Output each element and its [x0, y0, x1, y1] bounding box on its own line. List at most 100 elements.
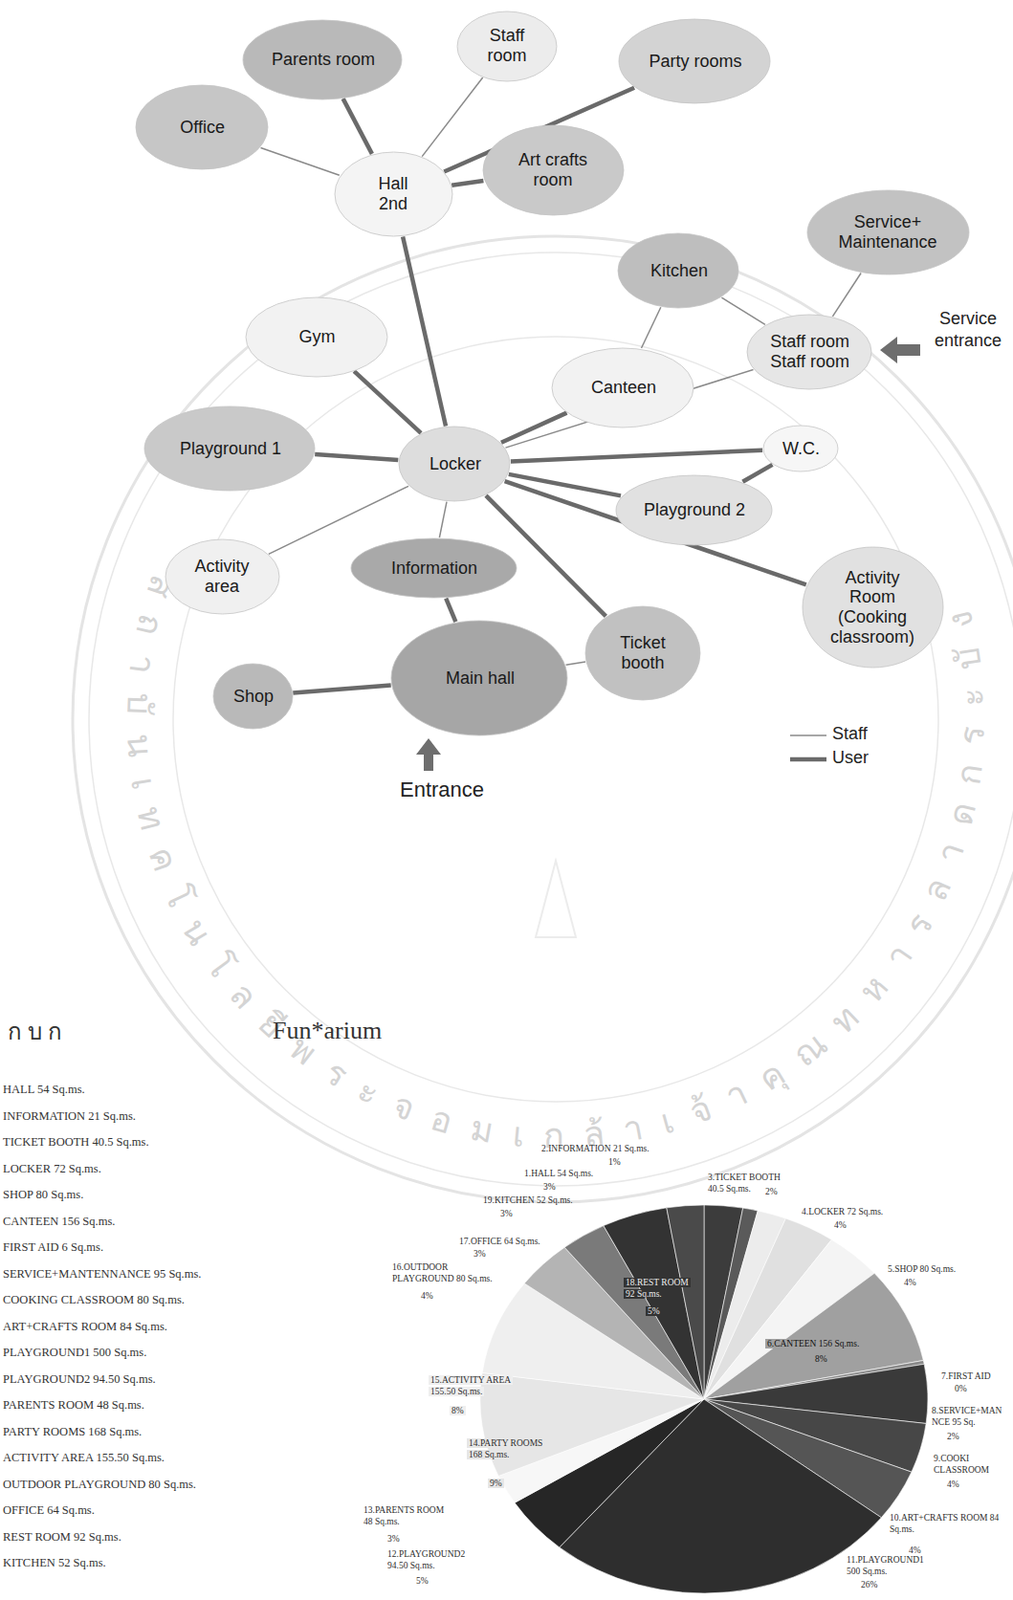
user-link	[510, 450, 763, 463]
bubble-label: Information	[390, 558, 479, 579]
bubble-label: Kitchen	[649, 261, 709, 282]
area-list-item: TICKET BOOTH 40.5 Sq.ms.	[2, 1135, 150, 1149]
label-box: 15.ACTIVITY AREA 155.50 Sq.ms.	[428, 1375, 525, 1399]
bubble-label-group: Hall 2nd	[369, 174, 418, 214]
entrance-label: Entrance	[399, 777, 485, 802]
pie-label: 4%	[946, 1479, 960, 1490]
staff-link	[261, 148, 340, 177]
bubble-label-group: Service+ Maintenance	[835, 212, 941, 252]
pie-label: 10.ART+CRAFTS ROOM 84 Sq.ms.	[889, 1513, 999, 1535]
pie-label: 19.KITCHEN 52 Sq.ms.	[483, 1195, 573, 1206]
label-box: 10.ART+CRAFTS ROOM 84 Sq.ms.	[889, 1513, 1010, 1537]
label-box: 2%	[765, 1187, 789, 1199]
space-bubble: Gym	[244, 296, 389, 378]
label-box: PARTY ROOMS 168 Sq.ms.	[2, 1425, 252, 1441]
bubble-label-group: Activity Room (Cooking classroom)	[827, 568, 919, 648]
label-box: KITCHEN 52 Sq.ms.	[2, 1556, 252, 1572]
label-box: 2%	[946, 1431, 970, 1444]
bubble-shape	[135, 85, 268, 170]
area-list-item: OFFICE 64 Sq.ms.	[2, 1503, 95, 1518]
bubble-label: Locker	[428, 454, 483, 475]
label-box: 7.FIRST AID	[941, 1371, 1009, 1384]
area-list-item: CANTEEN 156 Sq.ms.	[2, 1214, 115, 1229]
legend-text: Staff	[832, 724, 868, 744]
area-list-item: PLAYGROUND1 500 Sq.ms.	[2, 1345, 147, 1360]
space-bubble: Main hall	[390, 619, 569, 737]
space-bubble: Service+ Maintenance	[806, 189, 970, 276]
staff-link	[439, 502, 447, 539]
label-box: 1%	[608, 1157, 632, 1169]
entrance-arrow	[416, 738, 441, 771]
pie-label: 11.PLAYGROUND1 500 Sq.ms.	[846, 1555, 925, 1577]
label-box: CANTEEN 156 Sq.ms.	[2, 1214, 252, 1231]
label-box: LOCKER 72 Sq.ms.	[2, 1162, 252, 1178]
label-box: 9%	[487, 1478, 511, 1491]
bubble-label-group: Canteen	[590, 377, 658, 398]
label-box: 0%	[954, 1384, 978, 1396]
label-box: OFFICE 64 Sq.ms.	[2, 1503, 252, 1520]
service-entrance-arrow	[880, 336, 921, 364]
user-link	[445, 598, 456, 623]
label-box: SERVICE+MANTENNANCE 95 Sq.ms.	[2, 1267, 252, 1283]
area-list-item: SERVICE+MANTENNANCE 95 Sq.ms.	[2, 1267, 201, 1281]
area-list-item: LOCKER 72 Sq.ms.	[2, 1162, 102, 1176]
area-list-item: HALL 54 Sq.ms.	[2, 1082, 86, 1097]
bubble-label-group: Parents room	[270, 49, 376, 70]
bubble-label: Staff room	[770, 352, 851, 373]
pie-label: 3%	[473, 1249, 486, 1259]
space-bubble: Party rooms	[617, 18, 771, 105]
space-bubble: Parents room	[242, 19, 403, 101]
label-box: Service entrance	[927, 308, 1009, 352]
label-box: 5%	[645, 1306, 669, 1319]
bubble-label-group: Office	[179, 117, 226, 138]
staff-link	[832, 273, 861, 317]
pie-label: 6.CANTEEN 156 Sq.ms.	[765, 1339, 861, 1349]
user-link	[292, 684, 391, 693]
pie-label: 16.OUTDOOR PLAYGROUND 80 Sq.ms.	[392, 1262, 493, 1284]
bubble-label: W.C.	[782, 439, 821, 460]
area-list-item: INFORMATION 21 Sq.ms.	[2, 1109, 136, 1124]
label-box: ACTIVITY AREA 155.50 Sq.ms.	[2, 1451, 252, 1467]
space-bubble: Shop	[212, 662, 294, 730]
user-link	[353, 371, 421, 434]
label-box: 5.SHOP 80 Sq.ms.	[887, 1264, 984, 1277]
bubble-shape	[213, 663, 293, 729]
label-box: TICKET BOOTH 40.5 Sq.ms.	[2, 1135, 252, 1151]
space-bubble: Playground 2	[615, 474, 773, 547]
bubble-label-group: Ticket booth	[614, 633, 672, 673]
label-box: 2.INFORMATION 21 Sq.ms.	[541, 1144, 676, 1156]
label-box: HALL 54 Sq.ms.	[2, 1082, 252, 1099]
space-bubble: Activity Room (Cooking classroom)	[801, 546, 945, 669]
bubble-label-group: Information	[390, 558, 479, 579]
user-link	[742, 464, 772, 483]
list-heading: ก บ ก	[7, 1019, 63, 1045]
pie-label: 4%	[908, 1545, 922, 1556]
label-box: 4%	[903, 1277, 927, 1290]
bubble-label-group: Party rooms	[647, 51, 743, 72]
bubble-label: Party rooms	[647, 51, 743, 72]
watermark-seal	[72, 236, 1013, 1203]
pie-label: 15.ACTIVITY AREA 155.50 Sq.ms.	[428, 1375, 513, 1397]
area-list-item: COOKING CLASSROOM 80 Sq.ms.	[2, 1293, 185, 1307]
bubble-label: Shop	[232, 686, 275, 707]
bubble-label: Canteen	[590, 377, 658, 398]
bubble-shape	[334, 152, 453, 237]
area-list-item: PLAYGROUND2 94.50 Sq.ms.	[2, 1372, 156, 1387]
pie-label: 0%	[954, 1384, 968, 1394]
seal-ring	[88, 252, 1013, 1187]
area-list-item: REST ROOM 92 Sq.ms.	[2, 1530, 122, 1544]
bubble-label: Hall 2nd	[369, 174, 418, 214]
space-bubble: Canteen	[550, 347, 695, 429]
label-box: 19.KITCHEN 52 Sq.ms.	[483, 1195, 594, 1208]
pie-label: 5%	[416, 1576, 429, 1586]
bubble-shape	[351, 538, 517, 598]
space-bubble: Staff room	[456, 10, 558, 83]
pie-label: 8.SERVICE+MAN NCE 95 Sq.	[931, 1406, 1002, 1428]
bubble-shape	[391, 620, 568, 736]
bubble-label-group: Gym	[298, 327, 336, 348]
label-box: PARENTS ROOM 48 Sq.ms.	[2, 1398, 252, 1414]
user-link	[314, 454, 398, 461]
bubble-shape	[807, 190, 969, 275]
legend-user-line	[790, 757, 827, 763]
